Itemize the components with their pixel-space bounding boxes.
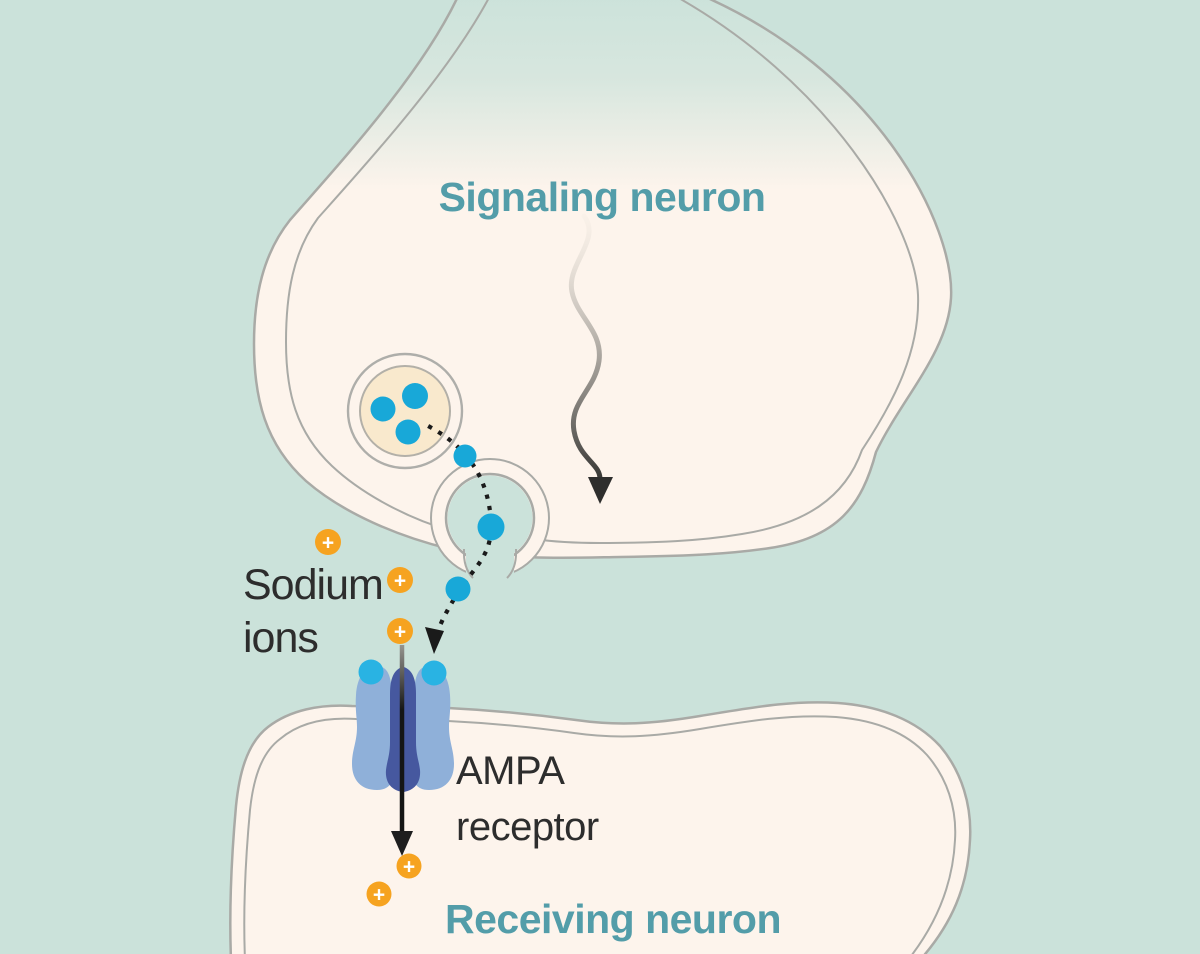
neurotransmitter-trajectory [358,424,505,686]
ampa-receptor-channel-right [404,667,421,792]
neurotransmitter-dot [395,419,421,445]
ampa-receptor-subunit-right [411,666,454,790]
sodium-ions: + + + + + [315,529,422,907]
signaling-neuron-label: Signaling neuron [439,174,766,220]
sodium-ion: + [387,567,413,593]
sodium-ions-label-line2: ions [243,614,318,662]
signaling-neuron-inner-membrane-right [533,0,920,545]
neurotransmitter-dot-bound [358,659,384,685]
ion-plus-symbol: + [373,884,385,907]
neurotransmitter-dot [477,513,505,541]
neurotransmitter-dot [445,576,471,602]
neurotransmitter-dot-bound [421,660,447,686]
ion-plus-symbol: + [394,621,406,644]
ampa-receptor-label-line2: receptor [456,805,599,849]
action-potential-arrowhead [588,477,613,504]
ion-flow-arrow [391,645,413,856]
signaling-neuron-outer-membrane [252,0,953,560]
ion-plus-symbol: + [322,532,334,555]
receiving-neuron-label: Receiving neuron [445,896,781,942]
sodium-ion: + [366,881,392,907]
ion-plus-symbol: + [394,570,406,593]
ampa-receptor [352,666,454,792]
ampa-receptor-subunit-left [352,666,395,790]
vesicle-inner [359,365,451,457]
synaptic-vesicle [346,352,464,470]
ion-flow-arrowhead [391,831,413,856]
neurotransmitter-dot [453,444,477,468]
sodium-ion: + [387,618,413,644]
ampa-receptor-label-line1: AMPA [456,749,565,793]
sodium-ion: + [315,529,341,555]
sodium-ions-label-line1: Sodium [243,561,383,609]
neurotransmitter-dot [370,396,396,422]
neurotransmitter-dot [402,383,428,409]
receiving-neuron-inner-membrane [243,715,957,954]
signaling-neuron-inner-membrane-left [284,0,489,532]
sodium-ion: + [396,853,422,879]
fusion-pore [430,458,550,582]
trajectory-arrowhead [425,627,444,654]
action-potential-arrow [568,213,613,504]
ion-plus-symbol: + [403,856,415,879]
ampa-receptor-channel-left [385,667,402,792]
